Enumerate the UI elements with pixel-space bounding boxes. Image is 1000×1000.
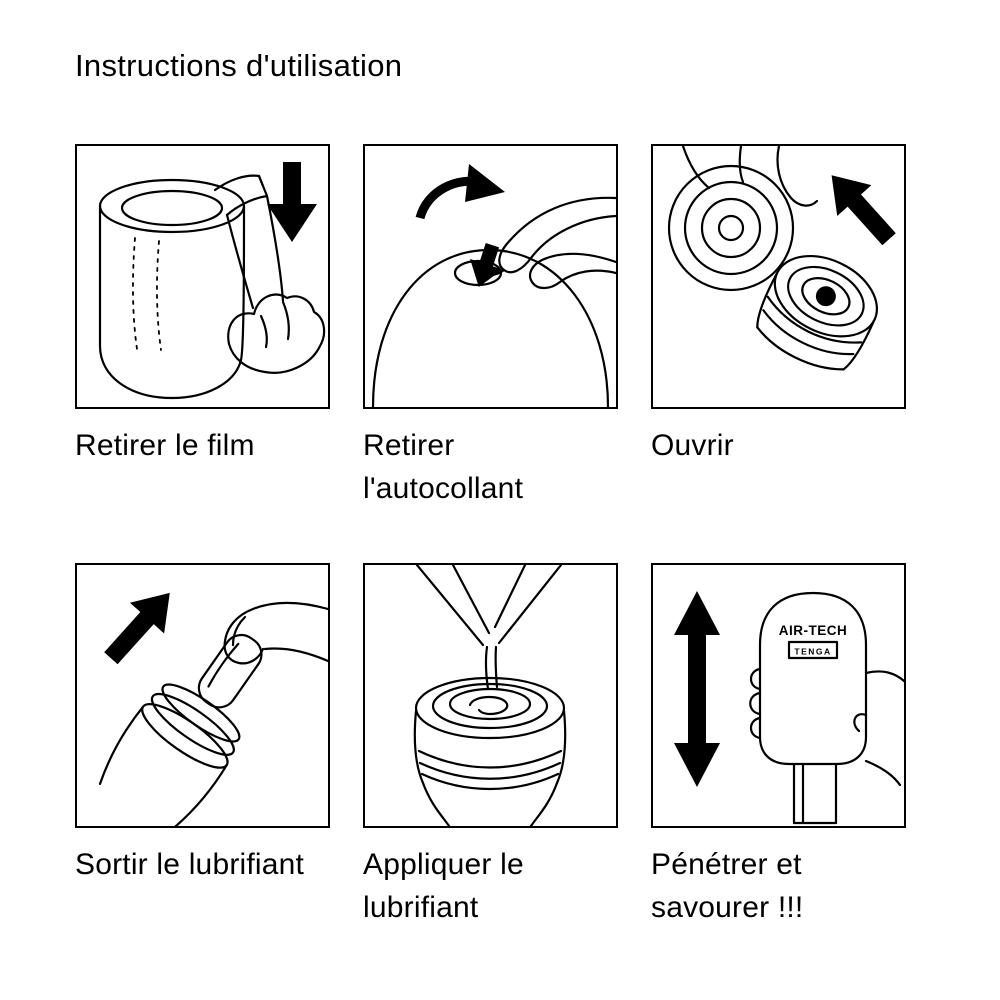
up-right-arrow-icon: [104, 592, 170, 664]
step-2-illustration: [371, 163, 616, 407]
gripping-hand: [749, 667, 904, 786]
hand: [227, 293, 326, 374]
step-5-caption: Appliquer le lubrifiant: [363, 847, 524, 925]
step-2-panel: [363, 143, 618, 409]
step-5: Appliquer le lubrifiant: [363, 562, 618, 930]
film-cylinder: [98, 178, 246, 399]
device-base: [792, 762, 838, 824]
instructions-sheet: Instructions d'utilisation: [75, 48, 935, 930]
rotate-arrow-icon: [415, 163, 505, 220]
step-1: Retirer le film: [75, 143, 330, 511]
up-down-arrow-icon: [674, 590, 720, 787]
hand: [223, 601, 328, 665]
pinching-fingers: [483, 196, 616, 289]
step-3: Ouvrir: [651, 143, 906, 511]
step-2: Retirer l'autocollant: [363, 143, 618, 511]
cap: [667, 164, 795, 291]
step-5-panel: [363, 562, 618, 828]
press-down-arrow-icon: [470, 242, 503, 287]
step-6-panel: AIR-TECH TENGA: [651, 562, 906, 828]
cup-opening: [414, 676, 566, 739]
step-3-illustration: [667, 145, 896, 371]
step-4: Sortir le lubrifiant: [75, 562, 330, 930]
step-3-caption: Ouvrir: [651, 428, 734, 462]
step-2-caption: Retirer l'autocollant: [363, 428, 524, 506]
page-title: Instructions d'utilisation: [75, 48, 403, 83]
peeled-film: [132, 174, 285, 351]
product-brand-label: AIR-TECH: [779, 623, 848, 638]
up-left-arrow-icon: [831, 174, 896, 245]
device-body: [756, 254, 879, 371]
step-5-illustration: [413, 564, 567, 826]
step-1-panel: [75, 143, 330, 409]
cup-body: [413, 709, 567, 826]
product-maker-label: TENGA: [794, 646, 831, 656]
step-1-caption: Retirer le film: [75, 428, 255, 462]
step-4-caption: Sortir le lubrifiant: [75, 847, 305, 881]
step-4-panel: [75, 562, 330, 828]
down-arrow-icon: [267, 161, 317, 242]
step-3-panel: [651, 143, 906, 409]
step-4-illustration: [98, 592, 328, 826]
hand: [681, 145, 819, 207]
lubricant-pouch: [415, 564, 563, 646]
device: AIR-TECH TENGA: [758, 591, 868, 765]
tilted-container: [98, 633, 263, 826]
step-6: AIR-TECH TENGA: [651, 562, 906, 930]
step-1-illustration: [98, 161, 326, 399]
step-6-caption: Pénétrer et savourer !!!: [651, 847, 804, 925]
steps-grid: Retirer le film: [75, 143, 935, 930]
step-6-illustration: AIR-TECH TENGA: [674, 590, 904, 824]
lubricant-stream: [484, 645, 499, 690]
